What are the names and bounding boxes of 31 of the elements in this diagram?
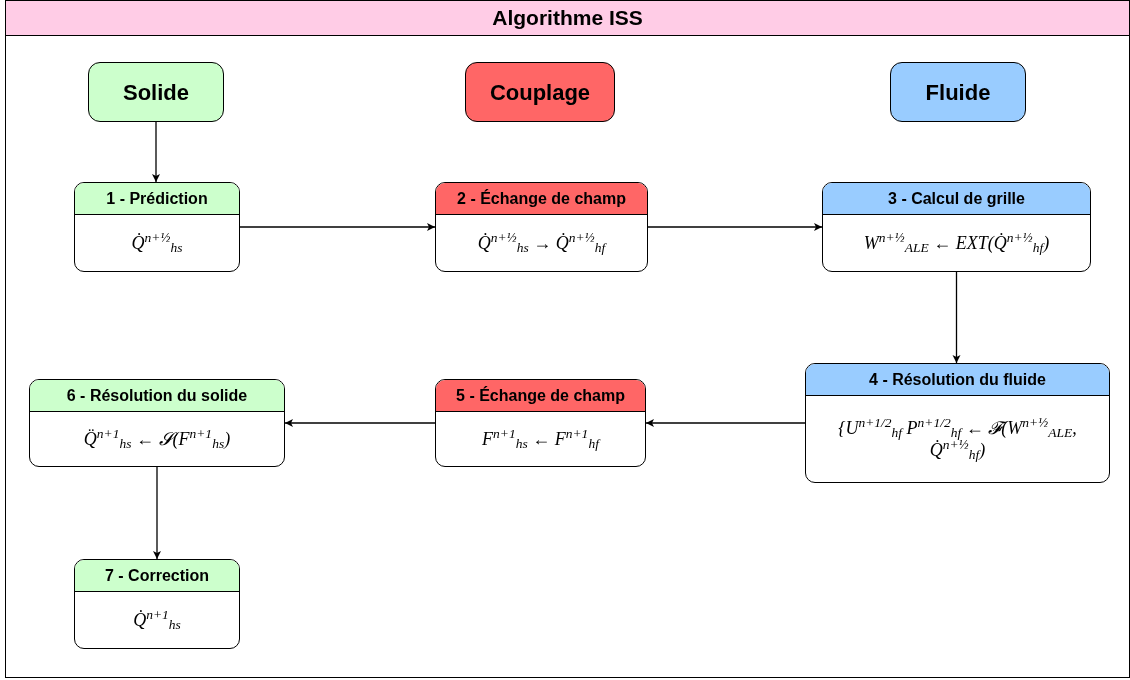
- step-heading: 3 - Calcul de grille: [823, 183, 1090, 215]
- lane-title: Fluide: [925, 78, 991, 107]
- step-box: [74, 559, 240, 649]
- lane-title: Couplage: [489, 78, 591, 107]
- step-box: [435, 379, 646, 467]
- arrow: [284, 419, 436, 427]
- step-box: [74, 182, 240, 272]
- step-heading: 7 - Correction: [75, 560, 239, 592]
- step-heading: 2 - Échange de champ: [436, 183, 647, 215]
- lane-title: Solide: [123, 78, 189, 107]
- step-box: [435, 182, 648, 272]
- lane-header-box: [890, 62, 1026, 122]
- step-heading: 5 - Échange de champ: [436, 380, 645, 412]
- arrow: [647, 223, 823, 231]
- arrow: [239, 223, 436, 231]
- arrow: [645, 419, 806, 427]
- lane-header-box: [88, 62, 224, 122]
- formula: Q̈$^{n+1}$$_{hs}$ ← 𝓢(F$^{n+1}$$_{hs}$): [83, 427, 231, 451]
- arrow: [153, 466, 161, 560]
- step-box: [29, 379, 285, 467]
- arrow: [952, 271, 961, 364]
- lane-header-box: [465, 62, 615, 122]
- step-box: [805, 363, 1110, 483]
- step-heading: 6 - Résolution du solide: [30, 380, 284, 412]
- step-heading: 4 - Résolution du fluide: [806, 364, 1109, 396]
- arrow: [152, 121, 160, 183]
- step-heading: 1 - Prédiction: [75, 183, 239, 215]
- formula: W$^{n+½}$$_{ALE}$ ← EXT(Q̇$^{n+½}$$_{hf}$): [863, 231, 1050, 255]
- diagram-title: Algorithme ISS: [492, 5, 643, 32]
- formula: {U$^{n+1/2}$$_{hf}$ P$^{n+1/2}$$_{hf}$ ← 𝓕(W$^{n+½}$$_{ALE}$, Q̇$^{n+½}$$_{hf}$): [837, 416, 1078, 462]
- step-box: [822, 182, 1091, 272]
